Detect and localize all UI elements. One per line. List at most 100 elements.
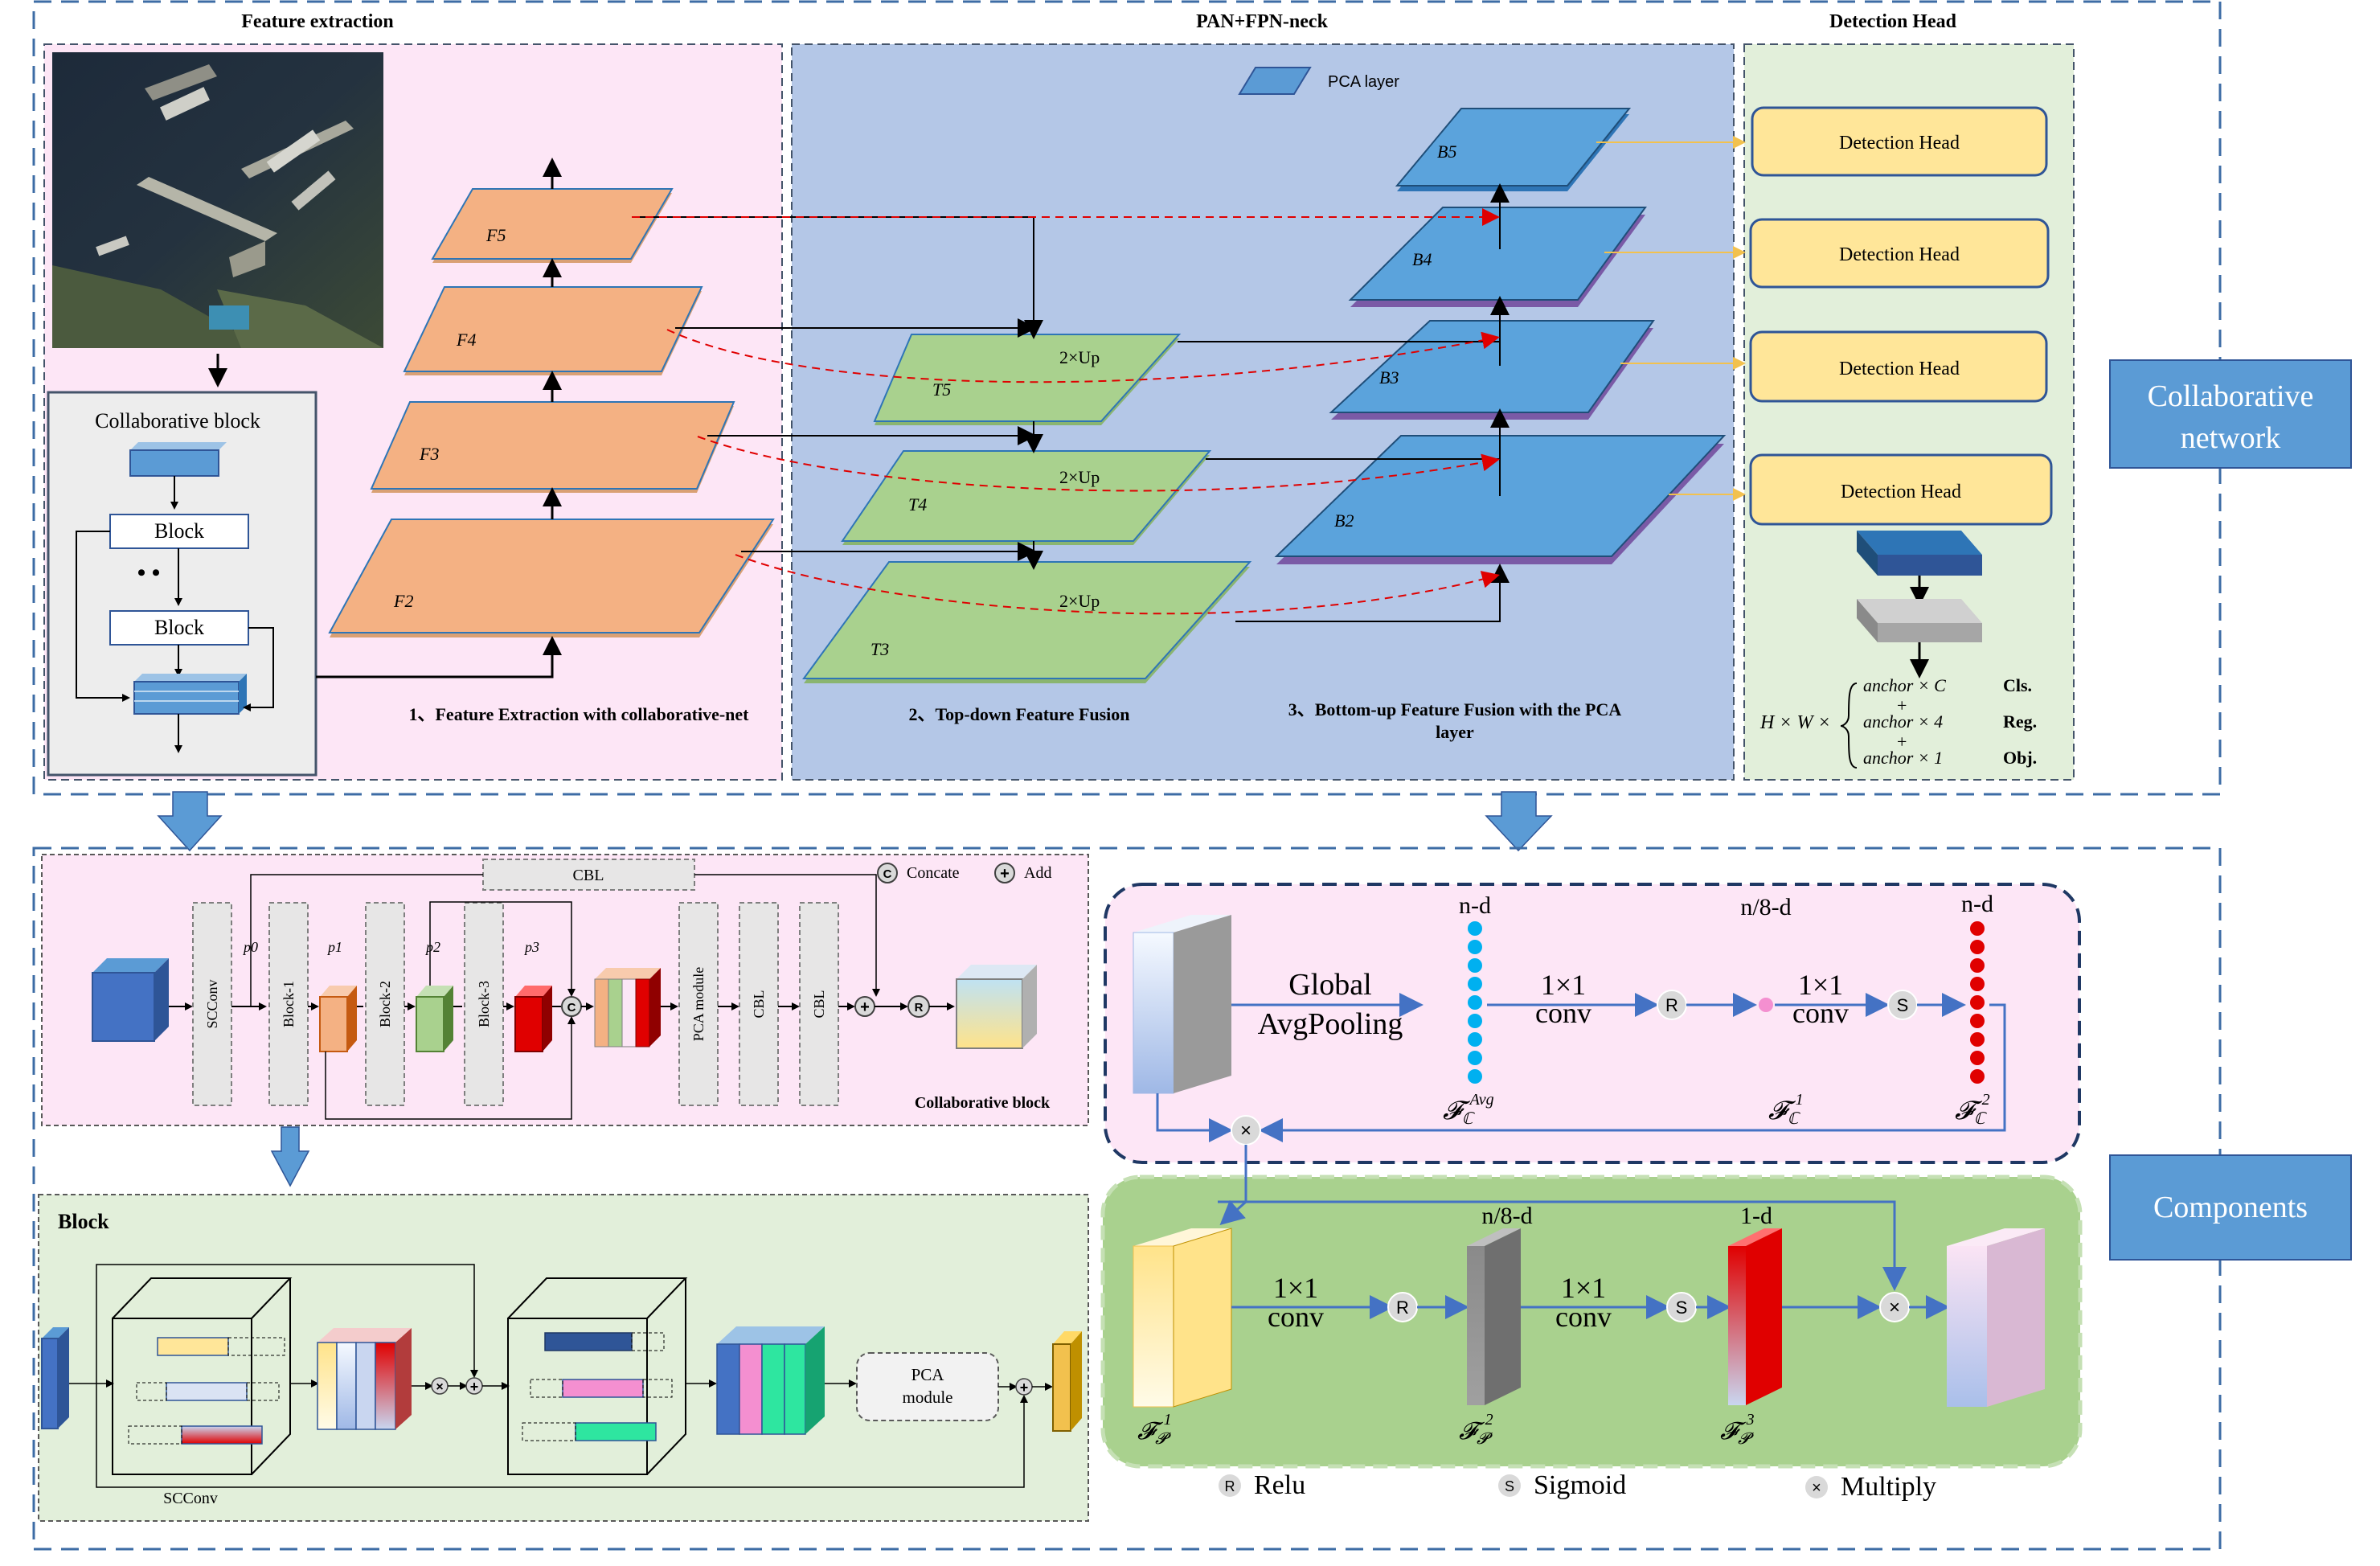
step2-caption: 2、Top-down Feature Fusion xyxy=(908,704,1129,724)
p1-label: p1 xyxy=(326,939,342,955)
f5-plane: F5 xyxy=(431,188,674,263)
svg-text:1×1: 1×1 xyxy=(1561,1272,1606,1304)
svg-text:n/8-d: n/8-d xyxy=(1740,894,1791,920)
svg-text:Multiply: Multiply xyxy=(1841,1472,1936,1502)
svg-text:Block: Block xyxy=(58,1210,109,1233)
step3-caption-line1: 3、Bottom-up Feature Fusion with the PCA xyxy=(1288,699,1622,719)
label-fc-avg: 𝓕ℂAvg xyxy=(1443,1091,1494,1128)
svg-text:Collaborative: Collaborative xyxy=(2148,379,2314,413)
detection-head-2 xyxy=(1749,218,2050,289)
down-arrow-left xyxy=(157,791,223,852)
svg-text:SCConv: SCConv xyxy=(163,1490,218,1507)
svg-text:PCA module: PCA module xyxy=(690,967,707,1042)
svg-text:n-d: n-d xyxy=(1459,892,1491,919)
svg-text:+: + xyxy=(1897,695,1907,715)
svg-text:Block-2: Block-2 xyxy=(377,981,393,1027)
svg-text:conv: conv xyxy=(1535,997,1591,1029)
aerial-image xyxy=(52,52,383,348)
svg-text:T5: T5 xyxy=(932,379,951,400)
svg-text:Block-3: Block-3 xyxy=(476,981,492,1027)
svg-text:+: + xyxy=(1020,1379,1029,1396)
svg-text:B4: B4 xyxy=(1412,249,1432,269)
svg-text:×: × xyxy=(1812,1479,1821,1497)
block-label-1: Block xyxy=(154,519,204,543)
svg-text:Collaborative block: Collaborative block xyxy=(915,1094,1051,1112)
svg-text:Cls.: Cls. xyxy=(2003,675,2032,695)
feature-extraction-header: Feature extraction xyxy=(241,11,393,32)
svg-text:conv: conv xyxy=(1268,1301,1324,1333)
svg-text:1×1: 1×1 xyxy=(1273,1272,1318,1304)
head-output-tensors xyxy=(1857,531,1982,678)
svg-text:Global: Global xyxy=(1288,968,1371,1002)
skip-connections xyxy=(632,208,1500,615)
svg-text:B5: B5 xyxy=(1437,141,1456,162)
svg-text:Relu: Relu xyxy=(1254,1470,1305,1500)
p3-label: p3 xyxy=(523,939,539,955)
svg-text:conv: conv xyxy=(1555,1301,1612,1333)
f3-plane: F3 xyxy=(370,401,735,493)
svg-text:Detection Head: Detection Head xyxy=(1839,133,1960,154)
p0-label: p0 xyxy=(242,939,258,955)
channel-attention-panel: Global AvgPooling n-d 1×1 conv R n/8-d 1… xyxy=(1104,883,2081,1164)
svg-text:conv: conv xyxy=(1792,997,1849,1029)
svg-text:+: + xyxy=(1897,732,1907,752)
b4-plane: B4 xyxy=(1348,207,1647,307)
svg-text:Concate: Concate xyxy=(907,864,960,882)
svg-text:S: S xyxy=(1897,995,1909,1015)
svg-text:SCConv: SCConv xyxy=(204,979,220,1028)
block-detail: Block × + xyxy=(38,1194,1089,1522)
svg-text:+: + xyxy=(860,998,870,1016)
f2-plane: F2 xyxy=(328,519,775,637)
detection-head-header: Detection Head xyxy=(1829,11,1957,32)
svg-text:Detection Head: Detection Head xyxy=(1839,244,1960,265)
svg-text:Components: Components xyxy=(2153,1191,2308,1224)
svg-text:PCA: PCA xyxy=(911,1365,945,1384)
svg-text:CBL: CBL xyxy=(811,990,827,1018)
block1-box xyxy=(268,902,309,1106)
svg-text:+: + xyxy=(470,1379,479,1395)
step1-caption: 1、Feature Extraction with collaborative-… xyxy=(408,704,749,724)
svg-text:anchor × 1: anchor × 1 xyxy=(1863,748,1943,768)
svg-text:1-d: 1-d xyxy=(1740,1203,1772,1229)
svg-text:anchor × 4: anchor × 4 xyxy=(1863,711,1943,732)
svg-text:module: module xyxy=(903,1388,953,1407)
spatial-attention-panel: 𝓕𝓟1 1×1 conv R n/8-d 𝓕𝓟2 1×1 conv S 1-d … xyxy=(1100,1145,2083,1469)
svg-text:H × W ×: H × W × xyxy=(1759,712,1831,733)
pca-layer-legend: PCA layer xyxy=(1238,67,1399,95)
svg-text:1×1: 1×1 xyxy=(1541,969,1586,1001)
svg-text:CBL: CBL xyxy=(751,990,767,1018)
svg-text:B2: B2 xyxy=(1334,510,1354,531)
svg-text:PCA layer: PCA layer xyxy=(1328,73,1399,91)
svg-text:2×Up: 2×Up xyxy=(1059,591,1100,611)
svg-text:T4: T4 xyxy=(908,494,927,514)
svg-text:R: R xyxy=(915,1001,924,1015)
svg-text:Detection Head: Detection Head xyxy=(1839,359,1960,379)
b3-plane: B3 xyxy=(1329,320,1655,420)
svg-text:Reg.: Reg. xyxy=(2003,711,2037,732)
svg-text:1×1: 1×1 xyxy=(1798,969,1843,1001)
svg-text:R: R xyxy=(1665,995,1678,1015)
svg-text:×: × xyxy=(1240,1120,1251,1142)
svg-text:n/8-d: n/8-d xyxy=(1481,1203,1532,1229)
step3-caption-line2: layer xyxy=(1436,722,1474,742)
operator-legend: R Relu S Sigmoid × Multiply xyxy=(1219,1470,1936,1502)
down-arrow-right xyxy=(1485,791,1553,852)
svg-text:Add: Add xyxy=(1024,864,1051,882)
output-formula: H × W × anchor × C + anchor × 4 + anchor… xyxy=(1759,675,2037,769)
svg-text:R: R xyxy=(1396,1297,1409,1318)
scconv-box xyxy=(192,902,232,1106)
svg-text:2×Up: 2×Up xyxy=(1059,347,1100,367)
pca-module-box xyxy=(678,902,719,1106)
attention-vector-dots xyxy=(1970,921,1985,1084)
svg-text:×: × xyxy=(1889,1297,1900,1318)
block-box-2 xyxy=(109,610,249,646)
svg-text:F3: F3 xyxy=(419,444,439,464)
svg-text:B3: B3 xyxy=(1379,367,1399,387)
svg-text:S: S xyxy=(1676,1297,1688,1318)
svg-text:anchor × C: anchor × C xyxy=(1863,675,1946,695)
svg-text:Sigmoid: Sigmoid xyxy=(1534,1470,1626,1500)
cbl-box-2 xyxy=(799,902,839,1106)
neck-header: PAN+FPN-neck xyxy=(1196,11,1329,32)
svg-text:network: network xyxy=(2181,421,2281,455)
collab-block-detail: CBL C Concate + Add SCConv p0 Block-1 p1… xyxy=(41,854,1089,1126)
